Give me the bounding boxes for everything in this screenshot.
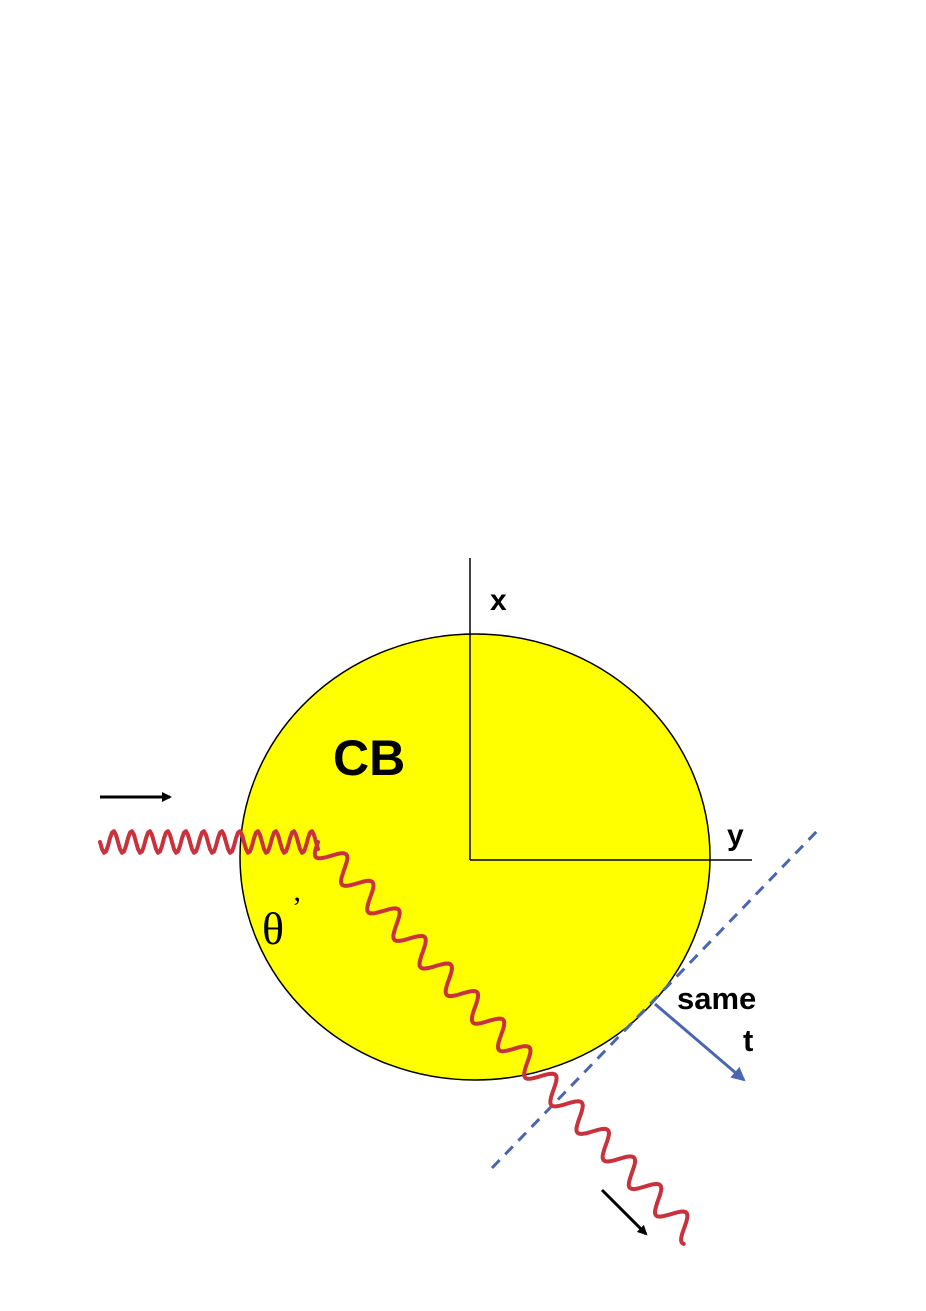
surface-label-line2: t xyxy=(743,1023,753,1058)
cb-region xyxy=(239,633,711,1081)
angle-prime-label: ’ xyxy=(292,891,302,924)
surface-normal-arrow xyxy=(654,1002,746,1082)
outgoing-direction-arrow-icon xyxy=(600,1188,648,1236)
outgoing-photon-wave xyxy=(312,840,690,1246)
same-time-surface-line xyxy=(490,826,822,1170)
y-axis-label: y xyxy=(727,819,744,852)
region-label: CB xyxy=(333,730,405,786)
incoming-photon-wave xyxy=(98,829,320,855)
x-axis-label: x xyxy=(490,584,507,617)
angle-label: θ xyxy=(262,903,284,954)
surface-label-line1: same xyxy=(677,981,756,1016)
